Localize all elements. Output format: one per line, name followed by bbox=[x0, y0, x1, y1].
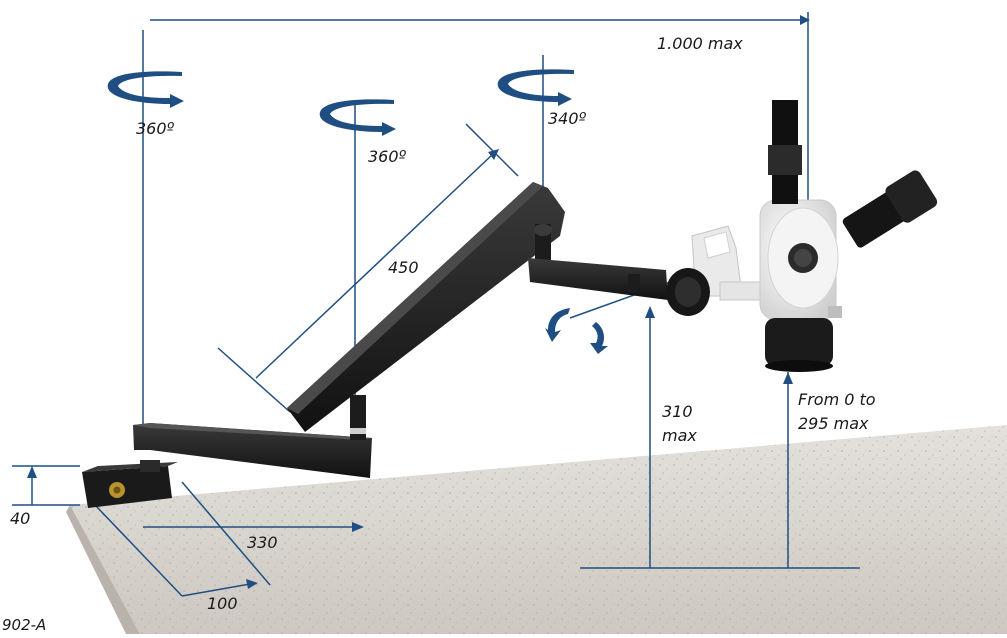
microscope-head bbox=[759, 100, 938, 372]
height-310-unit: max bbox=[662, 426, 697, 445]
middle-joint-post bbox=[350, 395, 366, 440]
long-diagonal-arm bbox=[287, 182, 565, 432]
rotation-arrow-base bbox=[107, 71, 184, 108]
clamp-height-label: 40 bbox=[10, 509, 31, 528]
tilt-arrows bbox=[545, 308, 608, 354]
upper-arm bbox=[528, 258, 668, 300]
arm-length-tick-upper bbox=[465, 123, 519, 177]
rotation-arrows bbox=[107, 69, 608, 354]
table-clamp bbox=[82, 462, 178, 508]
base-width-line-left bbox=[94, 504, 183, 597]
eyepiece-tube bbox=[842, 170, 938, 248]
arm-length-label: 450 bbox=[388, 258, 419, 277]
arm-length-tick-lower bbox=[217, 347, 291, 413]
table-top bbox=[66, 425, 1007, 634]
base-width-label: 100 bbox=[207, 594, 238, 613]
focus-mount bbox=[666, 225, 771, 316]
rotation-label-base: 360º bbox=[136, 119, 175, 138]
dimension-lines bbox=[12, 12, 860, 597]
rotation-arrow-middle bbox=[319, 99, 396, 136]
reach-arrowhead bbox=[800, 15, 810, 25]
reach-label: 1.000 max bbox=[657, 34, 743, 53]
rotation-label-top: 340º bbox=[548, 109, 587, 128]
model-code-label: 902-A bbox=[2, 616, 47, 634]
height-range-line2: 295 max bbox=[798, 414, 869, 433]
rotation-arrow-top bbox=[497, 69, 574, 106]
lower-arm bbox=[133, 423, 372, 478]
objective-lens bbox=[765, 318, 833, 366]
height-310-value: 310 bbox=[662, 402, 693, 421]
rotation-label-middle: 360º bbox=[368, 147, 407, 166]
base-depth-label: 330 bbox=[247, 533, 278, 552]
height-range-line1: From 0 to bbox=[798, 390, 876, 409]
arm-length-line bbox=[255, 153, 494, 379]
base-width-line bbox=[181, 583, 251, 597]
base-width-line-right bbox=[181, 481, 271, 586]
top-joint bbox=[534, 224, 552, 264]
